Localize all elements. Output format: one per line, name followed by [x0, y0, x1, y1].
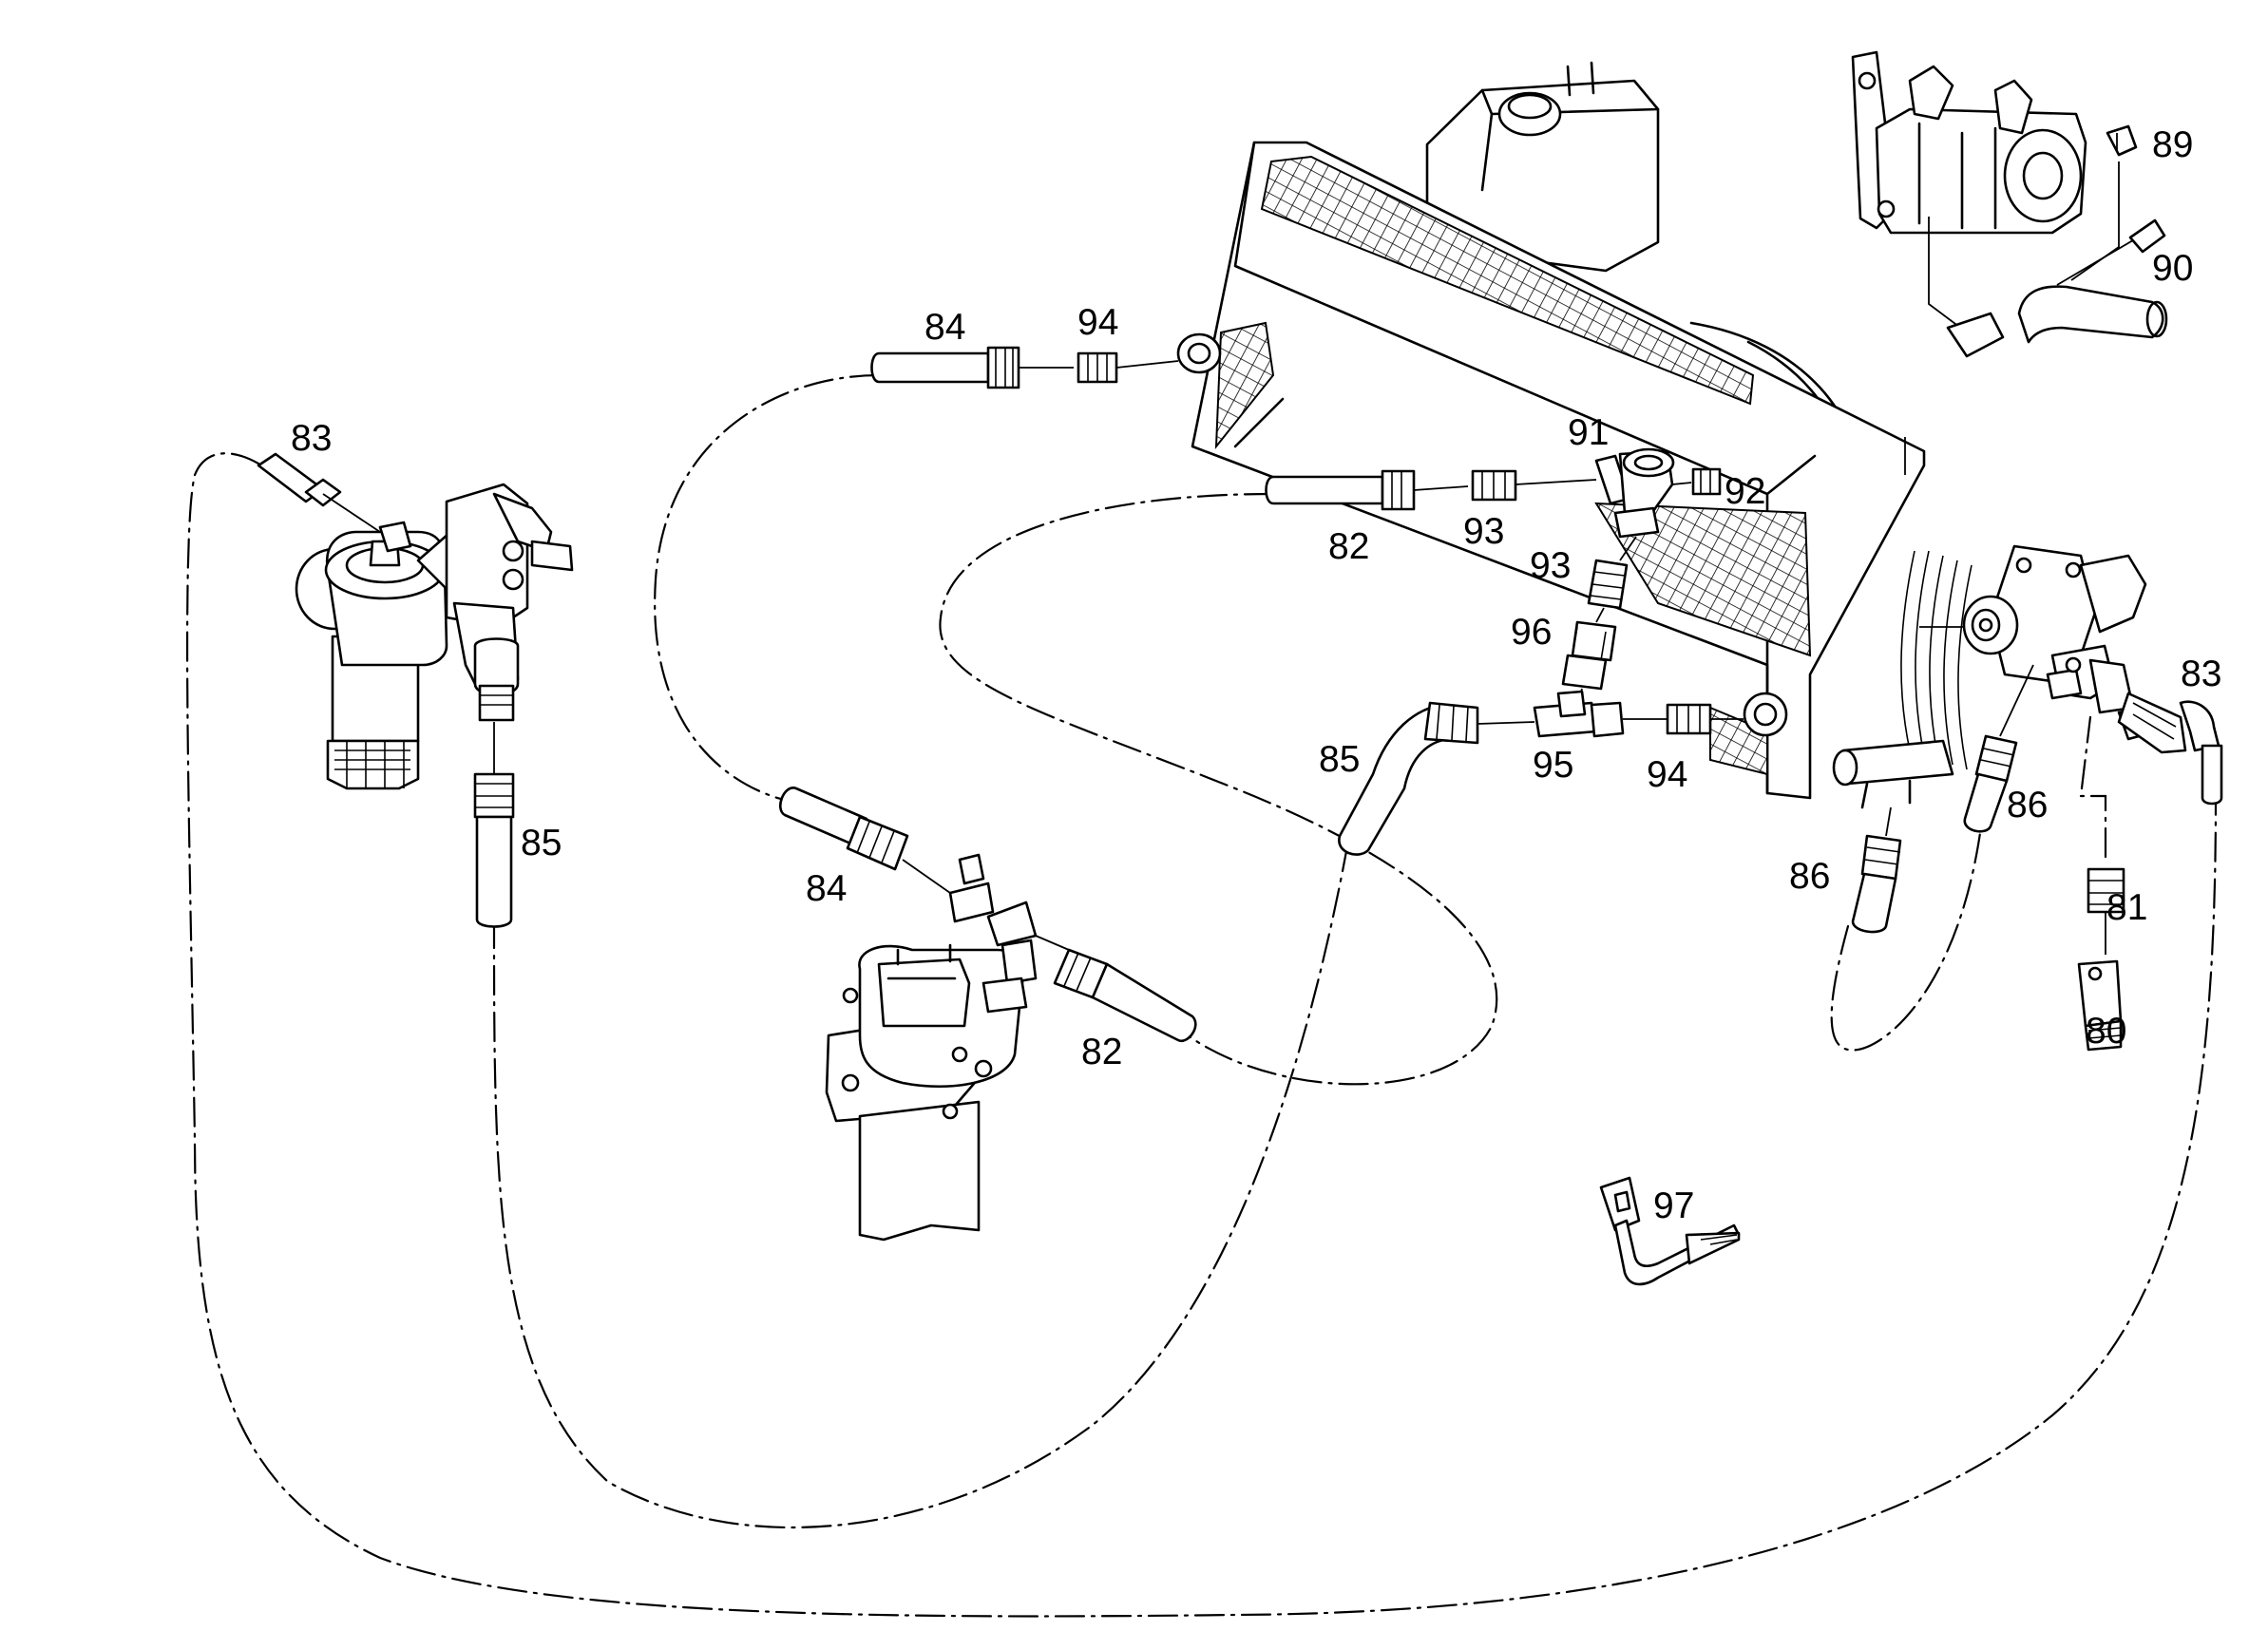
callout-86-left: 86 [1789, 856, 1830, 897]
callout-82-upper: 82 [1328, 526, 1369, 567]
right-pump-cluster [1919, 544, 2187, 754]
fitting-92 [1691, 467, 1722, 496]
fitting-81 [2087, 867, 2125, 955]
route-85-loop [492, 834, 1351, 1529]
hose-85-mid [1338, 701, 1479, 856]
fitting-90 [2128, 218, 2166, 254]
hose-84-lower [779, 787, 951, 894]
callout-91: 91 [1568, 412, 1609, 453]
callout-84-lower: 84 [806, 868, 847, 909]
callout-85-mid: 85 [1319, 739, 1360, 780]
radiator-assembly [1191, 61, 1973, 809]
part-80 [2077, 959, 2123, 1052]
fitting-93-upper [1471, 469, 1597, 502]
callout-96: 96 [1511, 612, 1552, 653]
filter-housing-left [295, 483, 574, 790]
fitting-96 [1561, 620, 1617, 709]
callout-94-upper: 94 [1077, 302, 1118, 343]
hose-86-left [1851, 806, 1902, 934]
filler-cap [1497, 91, 1562, 137]
callout-82-lower: 82 [1081, 1032, 1122, 1072]
radiator-port-upper [1176, 332, 1222, 374]
manifold-outlet [478, 684, 515, 722]
fitting-93-lower [1587, 536, 1637, 623]
hose-82-upper [1265, 469, 1469, 511]
hydraulic-pump [1851, 50, 2087, 235]
pump-elbow-hose [2017, 285, 2164, 344]
hose-84-upper [870, 346, 1074, 389]
callout-93-lower: 93 [1530, 545, 1571, 586]
lower-cross-tube [1841, 739, 1954, 786]
tee-91 [1594, 447, 1692, 539]
fitting-89 [2106, 124, 2138, 157]
callout-80: 80 [2086, 1011, 2126, 1052]
route-83-loop [185, 452, 2218, 1618]
leader-lines [1904, 133, 2118, 475]
callout-83-left: 83 [291, 418, 332, 459]
cooler-fins [1900, 550, 1973, 770]
callout-83-right: 83 [2181, 654, 2221, 694]
callout-81: 81 [2106, 887, 2147, 928]
fitting-94-lower [1666, 692, 1788, 737]
clamp-97 [1599, 1176, 1741, 1286]
callout-86-right: 86 [2007, 785, 2048, 825]
pump-fittings [1928, 124, 2168, 358]
tee-95 [1477, 690, 1668, 738]
route-82-loop [939, 492, 1498, 1086]
fuel-filter-lower [825, 853, 1038, 1242]
filter-strainer [326, 739, 420, 790]
callout-94-lower: 94 [1647, 754, 1687, 795]
hose-82-lower [1035, 935, 1197, 1043]
callout-95: 95 [1533, 745, 1573, 786]
fitting-94-upper [1077, 332, 1222, 384]
callout-85-left: 85 [521, 823, 562, 863]
callout-93-upper: 93 [1463, 511, 1504, 552]
radiator-port-lower [1743, 692, 1788, 737]
callout-84-upper: 84 [924, 307, 965, 348]
callout-89: 89 [2152, 124, 2193, 165]
hose-83-right [2179, 700, 2223, 806]
callout-97: 97 [1653, 1185, 1694, 1226]
routing-lines [185, 373, 2218, 1618]
hose-86-right [1963, 664, 2034, 833]
route-81 [2079, 715, 2107, 859]
route-84-loop [654, 373, 881, 805]
pump-outlet-flange [1946, 312, 2005, 358]
callout-90: 90 [2152, 248, 2193, 289]
hose-83-left [257, 452, 381, 533]
route-86-loop [1830, 825, 1983, 1052]
callout-92: 92 [1725, 471, 1765, 512]
hose-85-left [473, 722, 515, 928]
callout-labels: 84 94 83 91 92 82 93 93 96 89 90 83 85 9… [291, 124, 2221, 1226]
radiator-frame [1191, 141, 1926, 800]
